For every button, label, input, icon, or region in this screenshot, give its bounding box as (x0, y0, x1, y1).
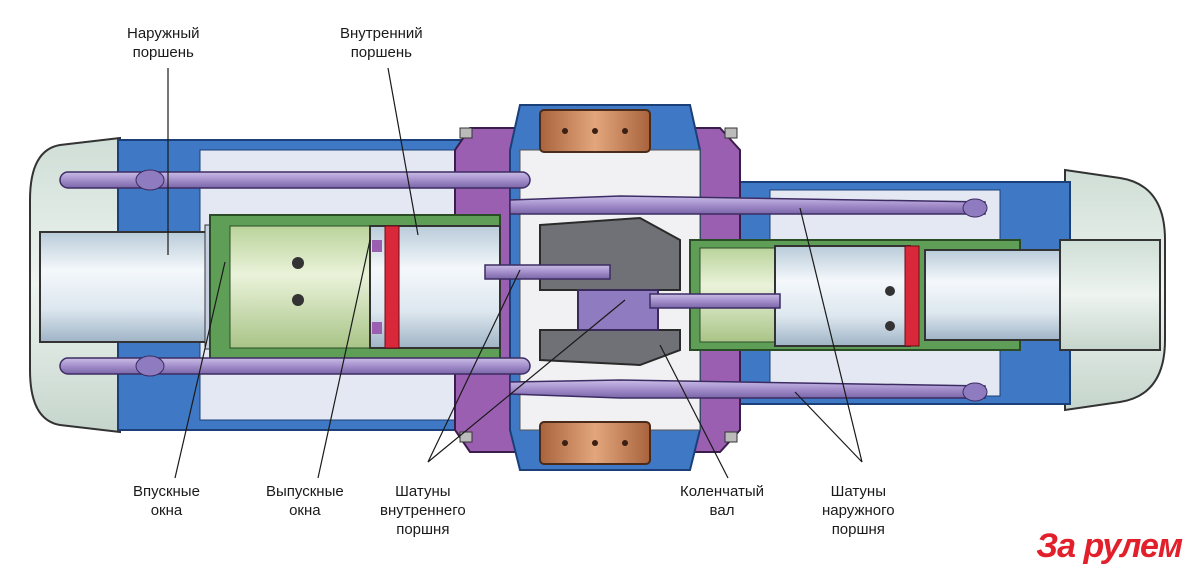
label-intake-ports-line2: окна (150, 502, 183, 519)
label-outer-rods-line3: поршня (831, 521, 885, 538)
label-intake-ports: Впускные окна (133, 482, 200, 520)
inner-piston-rods (484, 264, 781, 309)
housing-bolts (459, 127, 738, 443)
label-inner-rods-line3: поршня (396, 521, 450, 538)
label-inner-rods-line2: внутреннего (380, 502, 466, 519)
top-main-bearing (539, 109, 651, 153)
label-outer-piston-line2: поршень (132, 44, 194, 61)
label-exhaust-ports: Выпускные окна (266, 482, 344, 520)
label-inner-piston-line1: Внутренний (340, 25, 423, 42)
label-crankshaft-line1: Коленчатый (680, 483, 764, 500)
zarulem-logo: За рулем (1036, 527, 1183, 565)
label-outer-piston: Наружный поршень (127, 24, 200, 62)
label-intake-ports-line1: Впускные (133, 483, 200, 500)
label-crankshaft-line2: вал (709, 502, 735, 519)
label-exhaust-ports-line2: окна (289, 502, 321, 519)
label-outer-piston-line1: Наружный (127, 25, 200, 42)
label-crankshaft: Коленчатый вал (680, 482, 764, 520)
label-inner-piston-line2: поршень (350, 44, 412, 61)
label-inner-rods: Шатуны внутреннего поршня (380, 482, 466, 539)
label-inner-rods-line1: Шатуны (395, 483, 451, 500)
label-outer-rods-line2: наружного (822, 502, 895, 519)
label-outer-rods: Шатуны наружного поршня (822, 482, 895, 539)
leader-lines (167, 67, 863, 479)
label-outer-rods-line1: Шатуны (830, 483, 886, 500)
label-exhaust-ports-line1: Выпускные (266, 483, 344, 500)
left-inner-piston (369, 225, 501, 349)
right-outer-piston (924, 239, 1161, 351)
label-inner-piston: Внутренний поршень (340, 24, 423, 62)
right-inner-piston (774, 245, 920, 347)
left-outer-piston (39, 224, 216, 350)
bottom-main-bearing (539, 421, 651, 465)
